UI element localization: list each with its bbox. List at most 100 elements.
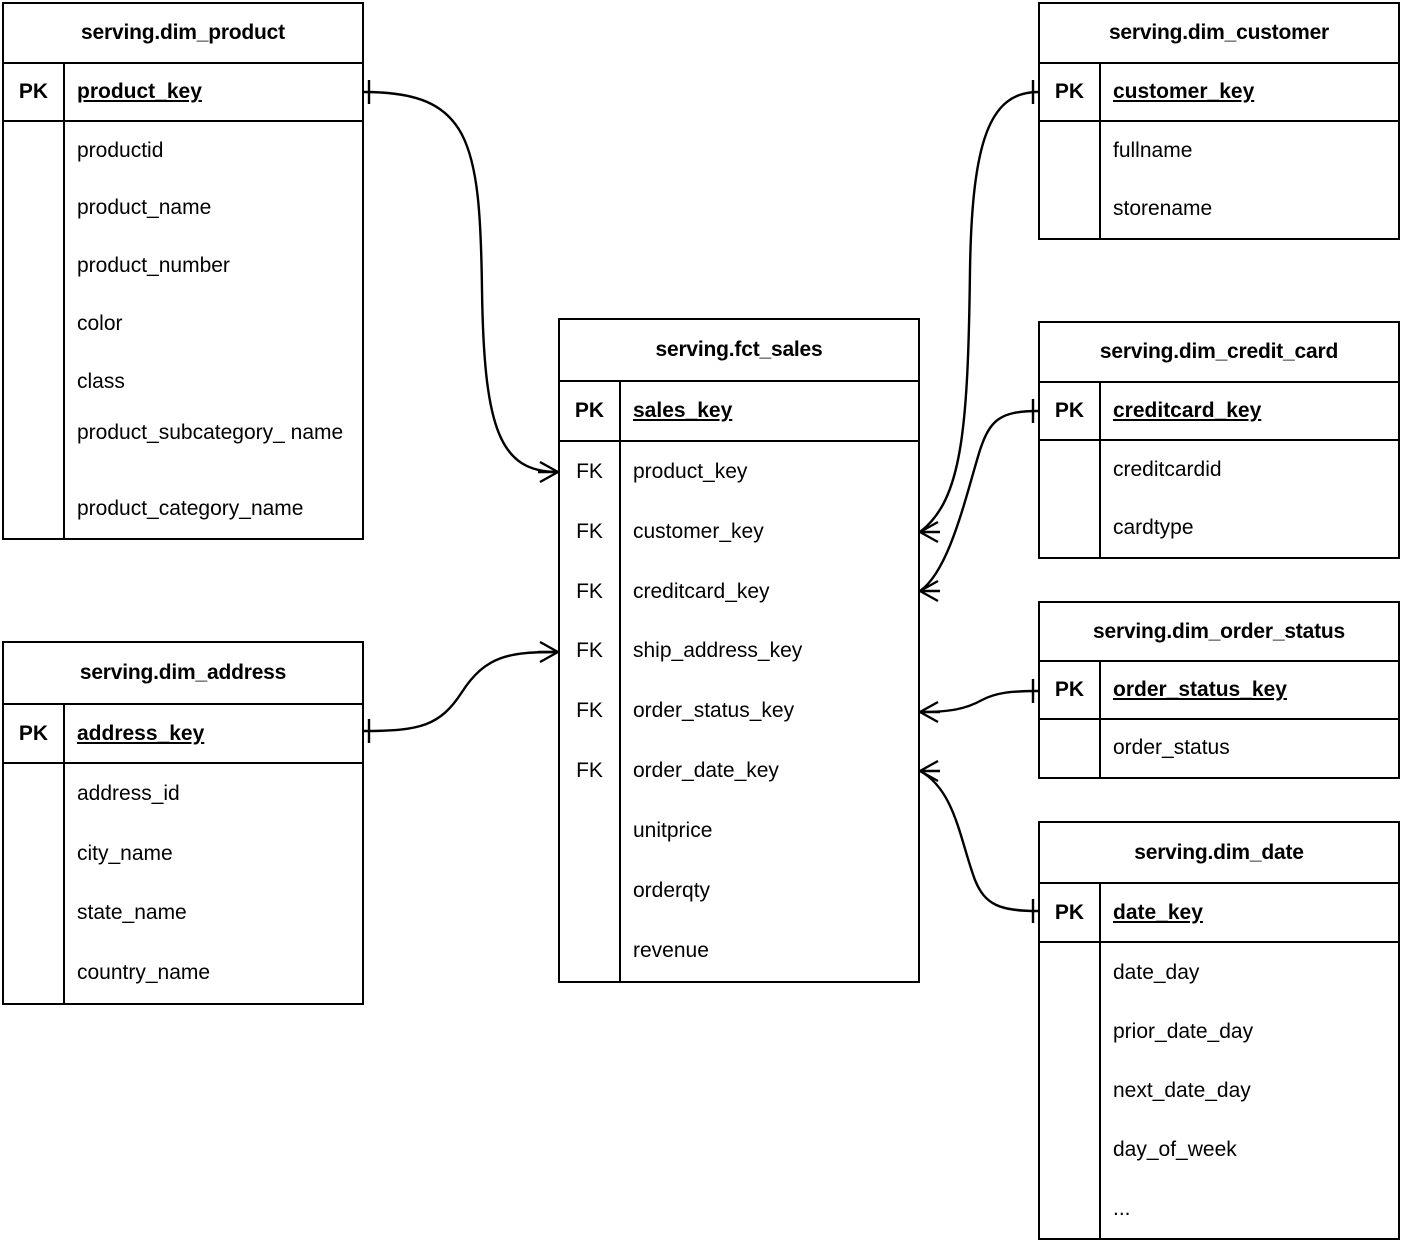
attribute-row: color — [77, 311, 123, 335]
key-cell — [4, 943, 63, 1003]
attribute-row: creditcardid — [1113, 458, 1222, 482]
attribute-row: ship_address_key — [633, 639, 803, 663]
attribute-row: product_key — [633, 459, 748, 483]
pk-column-cell: customer_key — [1101, 64, 1398, 120]
entity-title: serving.dim_customer — [1040, 4, 1398, 64]
attribute-row: prior_date_day — [1113, 1019, 1254, 1043]
primary-key-row[interactable]: PK order_status_key — [1040, 662, 1398, 720]
attribute-row: ... — [1113, 1196, 1131, 1220]
crowsfoot-sales-orderstatus — [919, 700, 940, 724]
attribute-area: productid product_name product_number co… — [4, 121, 362, 538]
key-cell — [1040, 499, 1099, 557]
attribute-row: storename — [1113, 197, 1213, 220]
attribute-area: fullname storename — [1040, 122, 1398, 238]
key-column — [1040, 122, 1101, 238]
attribute-row: customer_key — [633, 519, 764, 543]
attribute-column: fullname storename — [1101, 122, 1398, 238]
attribute-column: productid product_name product_number co… — [65, 122, 362, 538]
primary-key-row[interactable]: PK date_key — [1040, 884, 1398, 944]
fk-badge: FK — [576, 759, 603, 783]
attribute-row: revenue — [633, 939, 709, 963]
primary-key-row[interactable]: PK address_key — [4, 704, 362, 765]
attribute-row: address_id — [77, 782, 180, 806]
primary-key-row[interactable]: PK sales_key — [560, 381, 918, 442]
entity-title: serving.dim_date — [1040, 823, 1398, 884]
pk-column-cell: order_status_key — [1101, 662, 1398, 717]
primary-key-row[interactable]: PK customer_key — [1040, 63, 1398, 123]
key-cell — [4, 884, 63, 944]
attribute-row: fullname — [1113, 139, 1193, 163]
pk-column-cell: date_key — [1101, 884, 1398, 941]
entity-dim-date[interactable]: serving.dim_date PK date_key date_day pr… — [1038, 821, 1400, 1240]
attribute-column: order_status — [1101, 720, 1398, 777]
entity-dim-credit-card[interactable]: serving.dim_credit_card PK creditcard_ke… — [1038, 321, 1400, 559]
key-cell — [1040, 180, 1099, 238]
attribute-area: address_id city_name state_name country_… — [4, 764, 362, 1003]
pk-column-name: date_key — [1113, 900, 1203, 924]
attribute-row: orderqty — [633, 879, 711, 903]
primary-key-row[interactable]: PK product_key — [4, 63, 362, 122]
crowsfoot-sales-customer — [919, 520, 940, 544]
fk-badge: FK — [576, 459, 603, 483]
key-column: FK FK FK FK FK FK — [560, 441, 621, 981]
attribute-area: FK FK FK FK FK FK product_key customer_k… — [560, 441, 918, 981]
attribute-row: productid — [77, 138, 164, 162]
pk-column-cell: creditcard_key — [1101, 383, 1398, 439]
crowsfoot-sales-product — [538, 460, 559, 484]
pk-column-cell: sales_key — [621, 382, 918, 440]
attribute-area: date_day prior_date_day next_date_day da… — [1040, 943, 1398, 1238]
key-cell — [4, 824, 63, 884]
entity-dim-customer[interactable]: serving.dim_customer PK customer_key ful… — [1038, 2, 1400, 240]
key-cell — [560, 861, 619, 921]
key-cell — [4, 295, 63, 353]
attribute-row: order_status_key — [633, 699, 795, 723]
attribute-row: product_category_name — [77, 497, 304, 521]
key-cell — [1040, 1120, 1099, 1179]
key-cell — [4, 237, 63, 295]
entity-fct-sales[interactable]: serving.fct_sales PK sales_key FK FK FK … — [558, 318, 920, 983]
attribute-row: next_date_day — [1113, 1078, 1251, 1102]
crowsfoot-sales-creditcard — [919, 579, 940, 603]
entity-title: serving.fct_sales — [560, 320, 918, 382]
attribute-row: state_name — [77, 901, 187, 925]
attribute-row: product_subcategory_ name — [77, 420, 344, 444]
fk-badge: FK — [576, 699, 603, 723]
attribute-row: product_number — [77, 254, 230, 278]
key-cell — [4, 764, 63, 824]
crowsfoot-sales-shipaddress — [538, 640, 559, 664]
attribute-column: address_id city_name state_name country_… — [65, 764, 362, 1003]
entity-dim-address[interactable]: serving.dim_address PK address_key addre… — [2, 641, 364, 1005]
attribute-row: creditcard_key — [633, 579, 770, 603]
key-cell — [1040, 122, 1099, 180]
entity-dim-order-status[interactable]: serving.dim_order_status PK order_status… — [1038, 601, 1400, 779]
key-cell — [4, 180, 63, 238]
key-cell — [4, 480, 63, 538]
key-cell — [560, 921, 619, 981]
pk-column-name: sales_key — [633, 398, 733, 422]
attribute-row: product_name — [77, 196, 212, 220]
primary-key-row[interactable]: PK creditcard_key — [1040, 382, 1398, 442]
attribute-row: country_name — [77, 961, 211, 985]
attribute-row: class — [77, 369, 125, 393]
key-cell — [1040, 720, 1099, 777]
pk-column-cell: product_key — [65, 64, 362, 120]
key-cell — [1040, 1002, 1099, 1061]
key-cell — [1040, 1061, 1099, 1120]
pk-badge: PK — [4, 63, 65, 120]
key-cell — [1040, 441, 1099, 499]
key-cell — [1040, 1179, 1099, 1238]
pk-badge: PK — [4, 704, 65, 763]
key-cell — [560, 801, 619, 861]
pk-badge: PK — [1040, 884, 1101, 942]
key-column — [1040, 719, 1101, 777]
attribute-column: date_day prior_date_day next_date_day da… — [1101, 943, 1398, 1238]
fk-badge: FK — [576, 639, 603, 663]
fk-badge: FK — [576, 579, 603, 603]
entity-title: serving.dim_address — [4, 643, 362, 705]
attribute-area: creditcardid cardtype — [1040, 441, 1398, 557]
attribute-row: order_date_key — [633, 759, 779, 783]
key-cell — [4, 353, 63, 411]
attribute-row: day_of_week — [1113, 1137, 1237, 1161]
entity-dim-product[interactable]: serving.dim_product PK product_key produ… — [2, 2, 364, 540]
